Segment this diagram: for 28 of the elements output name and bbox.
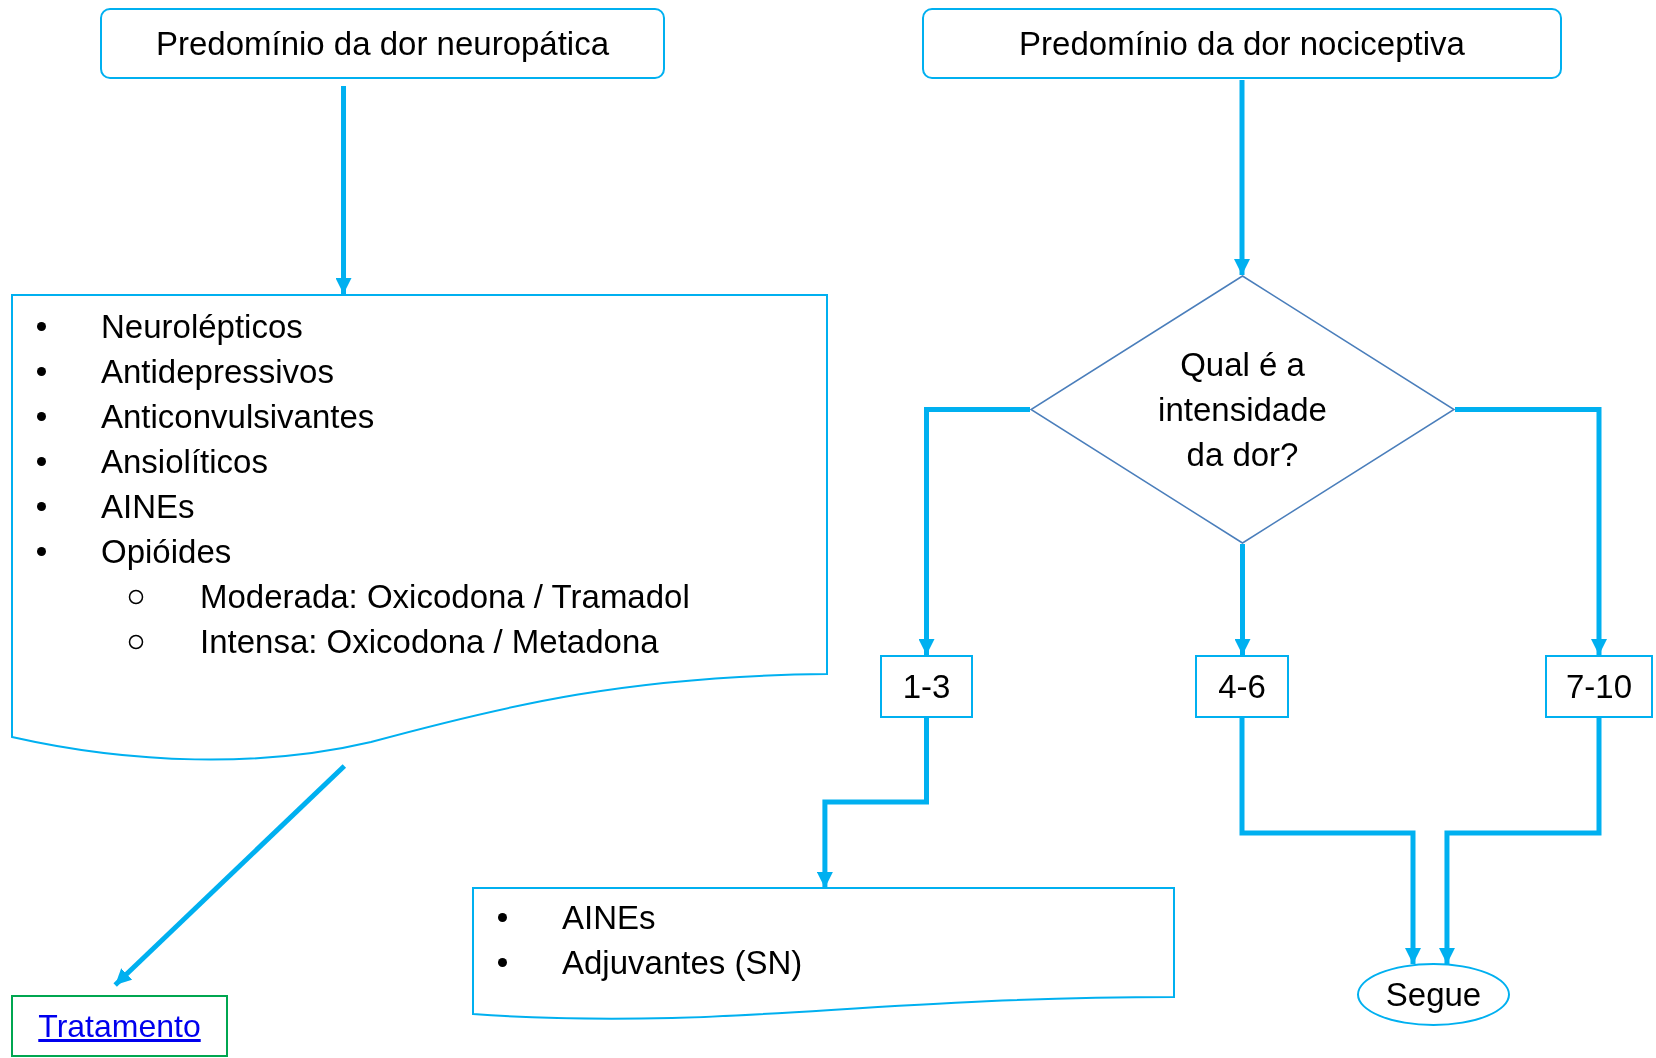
list-item: Intensa: Oxicodona / Metadona [200, 621, 659, 662]
treatment-link: Tratamento [38, 1007, 201, 1046]
process-box: Predomínio da dor nociceptiva [922, 8, 1562, 79]
arrow [1234, 544, 1251, 655]
range-box: 7-10 [1545, 655, 1653, 718]
arrow [1239, 718, 1421, 964]
arrow [1234, 80, 1250, 275]
list-item: Opióides [101, 531, 232, 572]
list-item: Neurolépticos [101, 306, 303, 347]
range-box: 4-6 [1195, 655, 1289, 718]
arrow [816, 718, 929, 888]
arrow [1438, 718, 1602, 964]
list-item: AINEs [562, 897, 656, 938]
terminal-ellipse: Segue [1357, 963, 1510, 1026]
list-item: Moderada: Oxicodona / Tramadol [200, 576, 690, 617]
link-box [11, 995, 228, 1057]
list-item: Anticonvulsivantes [101, 396, 375, 437]
decision-question: Qual é a intensidade da dor? [1157, 345, 1328, 475]
arrow [918, 407, 1030, 655]
list-item: Adjuvantes (SN) [562, 942, 803, 983]
list-item: Ansiolíticos [101, 441, 268, 482]
process-box: Predomínio da dor neuropática [100, 8, 665, 79]
arrow [335, 86, 352, 294]
range-box: 1-3 [880, 655, 973, 718]
arrow [113, 764, 347, 987]
list-item: Antidepressivos [101, 351, 334, 392]
arrow [1455, 407, 1607, 655]
list-item: AINEs [101, 486, 195, 527]
